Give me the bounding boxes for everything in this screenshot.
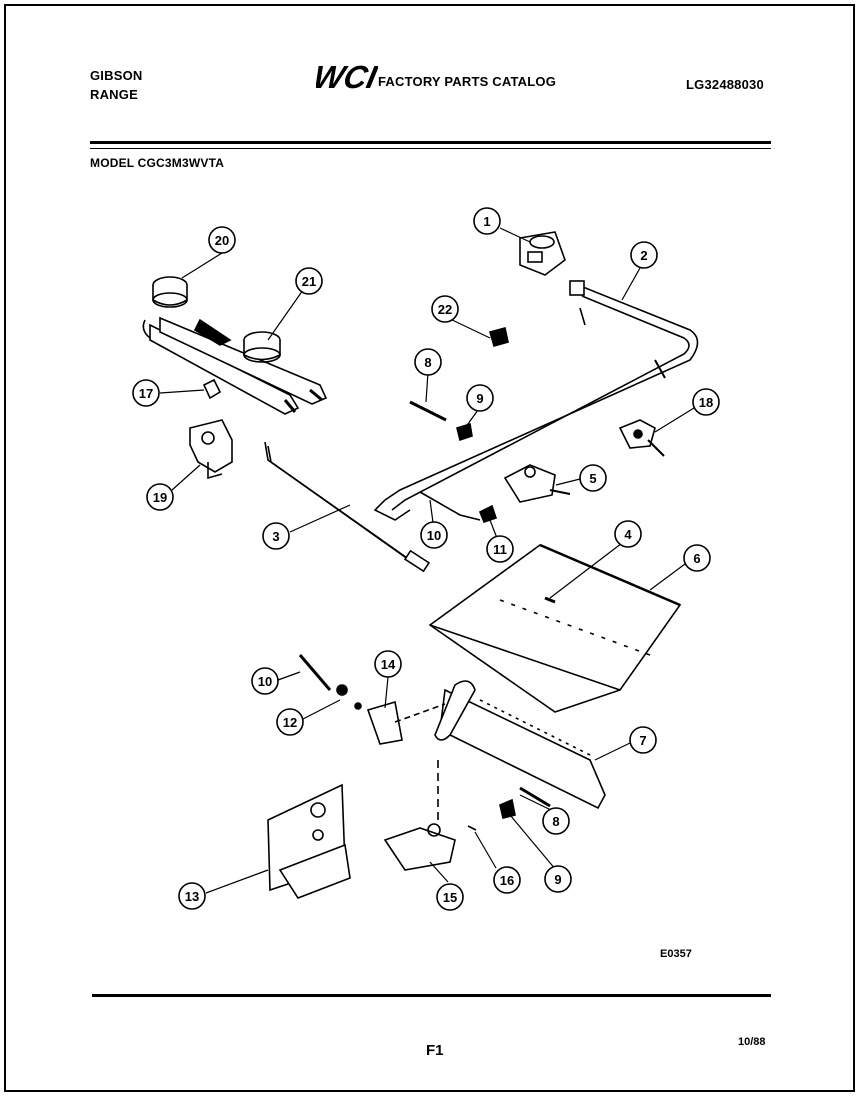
svg-text:20: 20 (215, 233, 229, 248)
svg-text:1: 1 (483, 214, 490, 229)
catalog-title: FACTORY PARTS CATALOG (378, 74, 557, 89)
svg-text:8: 8 (552, 814, 559, 829)
svg-text:21: 21 (302, 274, 316, 289)
callout-8-upper: 8 (414, 348, 442, 376)
burner-tray (428, 543, 682, 713)
svg-text:5: 5 (589, 471, 596, 486)
page-number: F1 (426, 1042, 444, 1059)
svg-text:10: 10 (258, 674, 272, 689)
catalog-number: LG32488030 (686, 77, 764, 92)
callout-21: 21 (295, 267, 323, 295)
callout-2: 2 (630, 241, 658, 269)
callout-5: 5 (579, 464, 607, 492)
callout-group: 1 2 3 4 5 6 7 8 9 10 11 12 13 14 15 16 1… (132, 207, 720, 911)
figure-code: E0357 (660, 948, 692, 960)
product-type: RANGE (90, 87, 138, 102)
svg-text:7: 7 (639, 733, 646, 748)
manifold-pipe (373, 280, 699, 521)
callout-19: 19 (146, 483, 174, 511)
valve-18 (618, 419, 665, 457)
callout-3: 3 (262, 522, 290, 550)
valve-5 (419, 464, 571, 523)
svg-text:4: 4 (624, 527, 632, 542)
callout-22: 22 (431, 295, 459, 323)
svg-text:2: 2 (640, 248, 647, 263)
thermostat-valve (383, 760, 551, 871)
callout-10-lower: 10 (251, 667, 279, 695)
callout-6: 6 (683, 544, 711, 572)
footer-rule (92, 994, 771, 997)
leader-lines (159, 227, 695, 894)
page-frame (4, 4, 855, 1092)
callout-15: 15 (436, 883, 464, 911)
svg-text:9: 9 (554, 872, 561, 887)
oven-burner (434, 680, 606, 810)
callout-13: 13 (178, 882, 206, 910)
svg-text:3: 3 (272, 529, 279, 544)
callout-9-lower: 9 (544, 865, 572, 893)
svg-text:10: 10 (427, 528, 441, 543)
mounting-bracket (267, 783, 351, 899)
callout-4: 4 (614, 520, 642, 548)
callout-17: 17 (132, 379, 160, 407)
svg-text:13: 13 (185, 889, 199, 904)
model-number: MODEL CGC3M3WVTA (90, 156, 225, 170)
callout-18: 18 (692, 388, 720, 416)
svg-text:6: 6 (693, 551, 700, 566)
wci-logo: WCI (316, 59, 378, 94)
svg-text:8: 8 (424, 355, 431, 370)
callout-9-upper: 9 (466, 384, 494, 412)
header-rule-thick (90, 141, 771, 144)
svg-text:9: 9 (476, 391, 483, 406)
callout-20: 20 (208, 226, 236, 254)
svg-text:22: 22 (438, 302, 452, 317)
callout-10-upper: 10 (420, 521, 448, 549)
callout-12: 12 (276, 708, 304, 736)
svg-text:12: 12 (283, 715, 297, 730)
callout-7: 7 (629, 726, 657, 754)
callout-14: 14 (374, 650, 402, 678)
svg-text:11: 11 (493, 542, 507, 557)
callout-16: 16 (493, 866, 521, 894)
bracket-valve-left (189, 378, 233, 480)
brand-name: GIBSON (90, 68, 143, 83)
svg-text:14: 14 (381, 657, 396, 672)
callout-11: 11 (486, 535, 514, 563)
wci-logo-text: WCI (316, 59, 378, 94)
small-parts-lower (298, 654, 446, 745)
svg-text:19: 19 (153, 490, 167, 505)
burner-assembly (142, 276, 328, 415)
header-rule-thin (90, 148, 771, 149)
callout-8-lower: 8 (542, 807, 570, 835)
pressure-regulator (519, 231, 566, 276)
revision-date: 10/88 (738, 1036, 766, 1048)
small-parts-upper (409, 327, 509, 442)
svg-text:15: 15 (443, 890, 457, 905)
svg-text:18: 18 (699, 395, 713, 410)
svg-text:16: 16 (500, 873, 514, 888)
svg-text:17: 17 (139, 386, 153, 401)
callout-1: 1 (473, 207, 501, 235)
